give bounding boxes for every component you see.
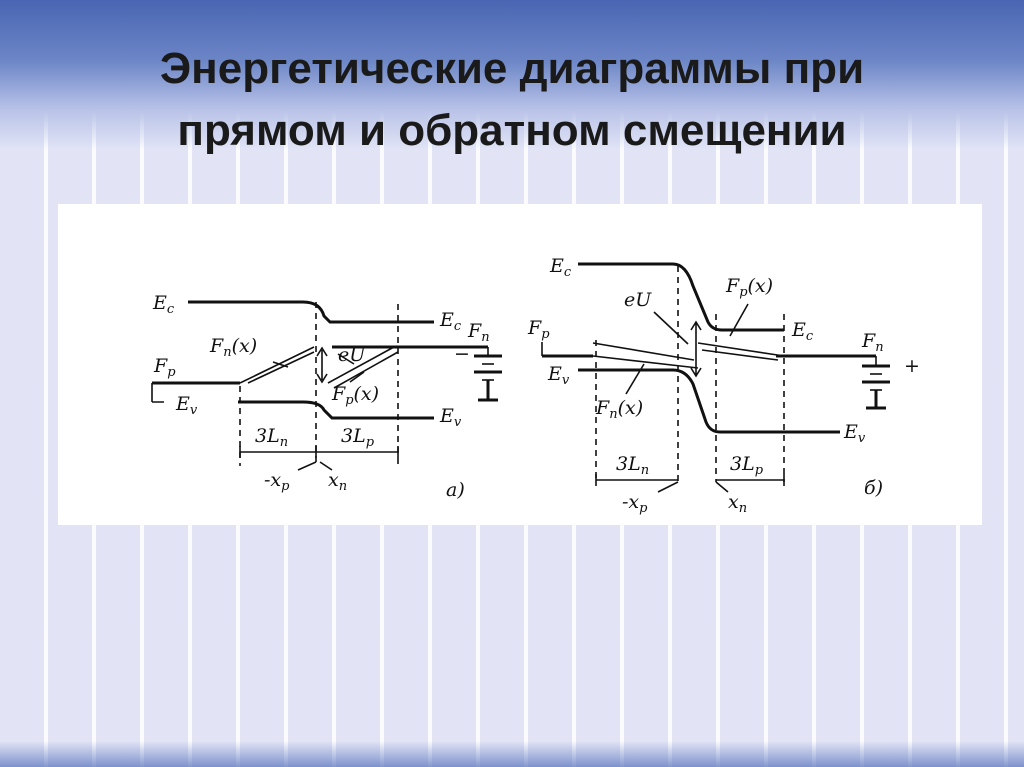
b-label-fn: Fп	[861, 330, 884, 355]
a-label-fn: Fп	[467, 320, 490, 345]
a-dim-3lp	[316, 446, 399, 458]
a-battery-symbol	[474, 347, 502, 402]
a-fermi-level-p-stub	[151, 383, 164, 403]
b-quasi-fermi-p	[697, 342, 785, 361]
b-quasi-fermi-n	[592, 342, 699, 369]
a-label-3ln: 3Lп	[255, 425, 288, 450]
a-dim-3ln	[239, 446, 317, 458]
a-label-ev-left: Ev	[175, 393, 198, 418]
b-eu-pointer	[653, 311, 689, 345]
b-label-ev-right: Ev	[843, 421, 866, 446]
b-label-xn: xп	[728, 491, 747, 516]
b-dim-3ln	[595, 474, 678, 486]
b-conduction-band	[578, 262, 784, 332]
b-label-fp: Fp	[527, 317, 550, 342]
b-label-xp: -xp	[622, 491, 648, 516]
a-fnx-pointer	[272, 361, 289, 368]
a-label-ec-left: Ec	[152, 292, 175, 317]
a-fpx-pointer	[349, 371, 365, 383]
b-battery-symbol	[862, 356, 890, 410]
b-label-fn-x: Fп(x)	[595, 397, 643, 422]
b-xn-pointer	[715, 481, 729, 493]
a-label-fp: Fp	[153, 355, 176, 380]
title-line-1: Энергетические диаграммы при	[159, 44, 865, 93]
a-label-fn-x: Fп(x)	[209, 335, 257, 360]
a-label-fp-x: Fp(x)	[331, 383, 379, 408]
b-dim-3lp	[716, 474, 785, 486]
b-caption: б)	[864, 477, 883, 499]
a-caption: а)	[446, 479, 465, 501]
b-eu-arrow	[690, 320, 702, 378]
a-battery-sign: −	[454, 343, 470, 365]
b-label-eu: eU	[624, 289, 652, 311]
a-label-eu: eU	[338, 344, 366, 366]
b-label-fp-x: Fp(x)	[725, 275, 773, 300]
a-label-xn: xп	[328, 469, 347, 494]
a-label-ev-right: Ev	[439, 405, 462, 430]
b-label-ev-left: Ev	[547, 363, 570, 388]
a-quasi-fermi-p	[327, 346, 399, 389]
b-label-3ln: 3Lп	[616, 453, 649, 478]
b-label-ec-left: Ec	[549, 255, 572, 280]
title-line-2: прямом и обратном смещении	[177, 106, 847, 155]
b-fnx-pointer	[625, 363, 645, 395]
bottom-decor-band	[0, 741, 1024, 767]
b-label-ec-right: Ec	[791, 319, 814, 344]
diagram-panel: Ec Ec Fп Fp Ev Ev Fп(x) Fp(x) eU 3Lп 3Lp…	[58, 204, 982, 525]
a-label-3lp: 3Lp	[341, 425, 375, 450]
b-fpx-pointer	[729, 303, 749, 337]
a-conduction-band	[188, 300, 434, 324]
b-label-3lp: 3Lp	[730, 453, 764, 478]
b-battery-sign: +	[904, 355, 920, 377]
a-eu-pointer	[337, 353, 355, 365]
a-valence-band	[238, 400, 434, 420]
energy-diagrams-svg: Ec Ec Fп Fp Ev Ev Fп(x) Fp(x) eU 3Lп 3Lp…	[151, 255, 920, 516]
diagram-b: Ec Ec Fп Fp Ev Ev Fп(x) Fp(x) eU 3Lп 3Lp…	[527, 255, 920, 516]
a-label-xp: -xp	[264, 469, 290, 494]
a-xp-pointer	[297, 461, 317, 471]
b-xp-pointer	[657, 481, 679, 493]
a-xn-pointer	[319, 461, 333, 471]
a-label-ec-right: Ec	[439, 309, 462, 334]
diagram-a: Ec Ec Fп Fp Ev Ev Fп(x) Fp(x) eU 3Lп 3Lp…	[151, 292, 502, 501]
a-quasi-fermi-n	[239, 346, 315, 384]
a-eu-arrow	[316, 346, 328, 384]
slide-title: Энергетические диаграммы при прямом и об…	[0, 38, 1024, 162]
